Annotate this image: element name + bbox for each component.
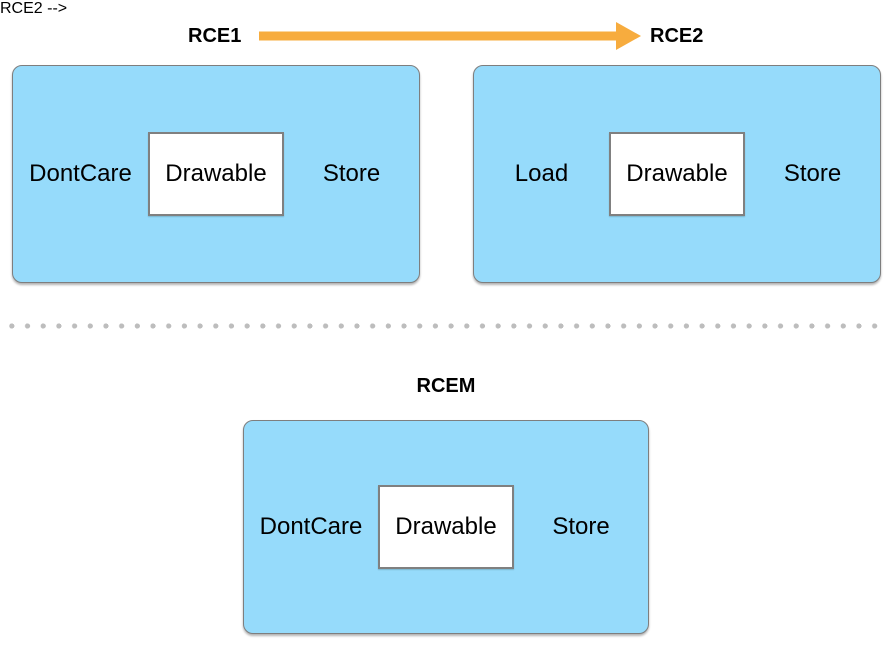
rcem-load-action-label: DontCare	[259, 513, 363, 540]
rcem-title: RCEM	[416, 375, 476, 397]
rce1-load-action-label: DontCare	[29, 160, 132, 187]
rce2-drawable-box: Drawable	[609, 132, 745, 216]
rce2-box: Load Drawable Store	[473, 65, 881, 283]
rce2-title: RCE2	[650, 25, 704, 47]
rcem-box: DontCare Drawable Store	[243, 420, 649, 634]
rce1-box: DontCare Drawable Store	[12, 65, 420, 283]
rcem-drawable-box: Drawable	[378, 485, 514, 569]
rce2-load-action-label: Load	[514, 160, 569, 187]
flow-arrow-icon	[259, 22, 641, 50]
rce1-store-action-label: Store	[322, 160, 381, 187]
rce2-store-action-label: Store	[783, 160, 842, 187]
rce1-title: RCE1	[188, 25, 242, 47]
rce1-drawable-box: Drawable	[148, 132, 284, 216]
dotted-separator	[9, 323, 883, 329]
rcem-store-action-label: Store	[552, 513, 610, 540]
